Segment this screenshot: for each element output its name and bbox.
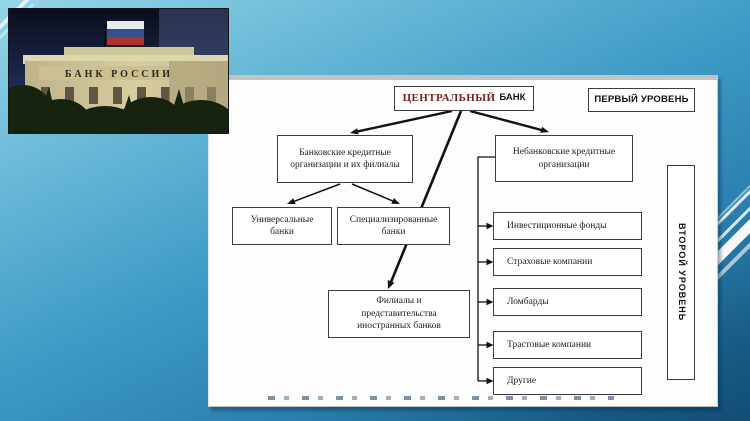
central-bank-label-secondary: БАНК	[499, 92, 526, 104]
cut-off-caption-marks	[268, 396, 614, 400]
russian-flag	[107, 21, 144, 45]
first-level-badge: ПЕРВЫЙ УРОВЕНЬ	[588, 88, 695, 112]
others-box: Другие	[493, 367, 642, 395]
trees	[9, 85, 228, 133]
pawnshops-box: Ломбарды	[493, 288, 642, 316]
central-bank-box: ЦЕНТРАЛЬНЫЙ БАНК	[394, 86, 534, 111]
central-bank-label-primary: ЦЕНТРАЛЬНЫЙ	[402, 92, 496, 105]
banking-credit-orgs-box: Банковские кредитные организации и их фи…	[277, 135, 413, 183]
insurance-companies-box: Страховые компании	[493, 248, 642, 276]
universal-banks-box: Универсальные банки	[232, 207, 332, 245]
second-level-badge: ВТОРОЙ УРОВЕНЬ	[667, 165, 695, 380]
investment-funds-box: Инвестиционные фонды	[493, 212, 642, 240]
building-sign-text: БАНК РОССИИ	[65, 69, 173, 80]
nonbanking-credit-orgs-box: Небанковские кредитные организации	[495, 135, 633, 182]
trust-companies-box: Трастовые компании	[493, 331, 642, 359]
foreign-bank-branches-box: Филиалы и представительства иностранных …	[328, 290, 470, 338]
specialized-banks-box: Специализированные банки	[337, 207, 450, 245]
bank-russia-photo: БАНК РОССИИ	[8, 8, 229, 134]
